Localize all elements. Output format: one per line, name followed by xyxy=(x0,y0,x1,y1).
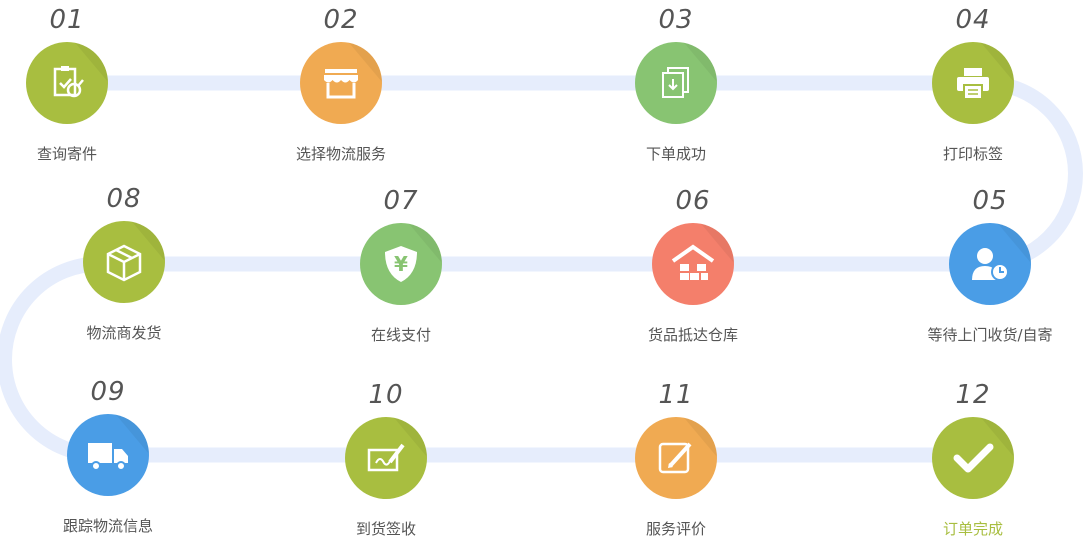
step-number: 09 xyxy=(90,377,126,407)
storefront-icon xyxy=(324,69,358,99)
step-number: 08 xyxy=(106,184,142,214)
step-number: 12 xyxy=(955,380,991,410)
step-label: 到货签收 xyxy=(355,520,416,538)
step-button[interactable] xyxy=(652,223,734,305)
clipboard-search-icon xyxy=(53,66,84,98)
svg-text:¥: ¥ xyxy=(394,252,408,276)
step-number: 02 xyxy=(323,5,359,35)
step-button[interactable] xyxy=(635,417,717,499)
step-label: 跟踪物流信息 xyxy=(62,517,153,535)
step-button[interactable] xyxy=(26,42,108,124)
step-number: 04 xyxy=(955,5,991,35)
step-label: 选择物流服务 xyxy=(295,145,386,163)
step-number: 06 xyxy=(675,186,711,216)
package-icon xyxy=(106,244,142,282)
step-number: 03 xyxy=(658,5,694,35)
step-label: 货品抵达仓库 xyxy=(647,326,738,344)
step-label: 服务评价 xyxy=(645,520,706,538)
step-button[interactable] xyxy=(83,221,165,303)
warehouse-icon xyxy=(671,244,715,280)
step-button[interactable] xyxy=(345,417,427,499)
user-clock-icon xyxy=(972,248,1009,281)
step-button[interactable] xyxy=(300,42,382,124)
step-label: 查询寄件 xyxy=(36,145,97,163)
yen-shield-icon: ¥ xyxy=(385,246,417,282)
document-download-icon xyxy=(662,67,689,98)
step-number: 07 xyxy=(383,186,419,216)
step-label: 在线支付 xyxy=(370,326,431,344)
step-label: 打印标签 xyxy=(942,145,1003,163)
step-label: 等待上门收货/自寄 xyxy=(927,326,1053,344)
checkmark-icon xyxy=(953,443,994,473)
printer-icon xyxy=(957,68,989,100)
step-number: 11 xyxy=(658,380,694,410)
step-number: 10 xyxy=(368,380,404,410)
step-button[interactable] xyxy=(932,42,1014,124)
step-label: 订单完成 xyxy=(942,520,1003,538)
sign-icon xyxy=(367,443,405,472)
step-label: 物流商发货 xyxy=(86,324,162,342)
step-number: 05 xyxy=(972,186,1008,216)
step-button[interactable] xyxy=(932,417,1014,499)
step-number: 01 xyxy=(49,5,85,35)
step-button[interactable] xyxy=(635,42,717,124)
step-button[interactable] xyxy=(949,223,1031,305)
step-label: 下单成功 xyxy=(645,145,706,163)
step-button[interactable] xyxy=(67,414,149,496)
step-button[interactable]: ¥ xyxy=(360,223,442,305)
edit-icon xyxy=(658,442,692,474)
truck-icon xyxy=(88,443,128,471)
